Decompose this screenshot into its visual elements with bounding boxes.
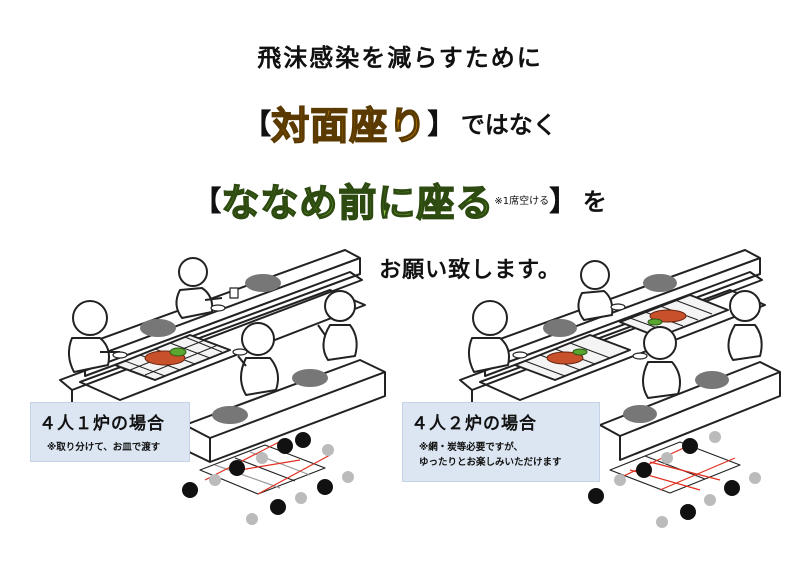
seat-dot-icon [661,452,673,464]
seat-dot-icon [295,432,311,448]
left-floor-plan [182,432,354,525]
case-box-one-grill: ４人１炉の場合 ※取り分けて、お皿で渡す [30,402,190,462]
headline-line3-rest: を [582,188,607,216]
emphasis-diagonal-seat: ななめ前に座る [221,180,495,226]
case-note: ※網・炭等必要ですが、 ゆったりとお楽しみいただけます [419,440,599,470]
seat-dot-icon [709,431,721,443]
front-bench [599,361,781,437]
open-bracket: 【 [243,107,272,141]
headline-line4: お願い致します。 [379,258,561,283]
open-bracket: 【 [193,184,222,218]
cushion-icon [140,319,176,337]
person-figure-icon [577,260,614,321]
seat-dot-icon [209,474,221,486]
cushion-icon [212,406,248,424]
headline-line2: 【対面座り】 ではなく [0,95,800,150]
person-figure-icon [727,290,763,361]
case-box-two-grills: ４人２炉の場合 ※網・炭等必要ですが、 ゆったりとお楽しみいただけます [402,402,600,482]
cushion-icon [643,274,677,292]
seat-dot-icon [256,452,268,464]
cushion-icon [245,274,281,292]
grill-grate-icon [619,294,729,338]
seat-dot-icon [588,488,604,504]
right-scene [459,249,781,461]
headline-line3: 【ななめ前に座る※1席空ける】 を [0,172,800,227]
seat-dot-icon [656,516,668,528]
close-bracket: 】 [549,184,578,218]
close-bracket: 】 [427,107,456,141]
right-floor-plan [588,431,761,528]
seat-dot-icon [704,494,716,506]
emphasis-face-to-face: 対面座り [270,103,428,149]
left-scene [59,249,386,463]
person-figure-icon [175,257,223,319]
headline-line1: 飛沫感染を減らすために [257,44,543,72]
seat-dot-icon [680,504,696,520]
seat-dot-icon [277,438,293,454]
seat-dot-icon [270,499,286,515]
seat-dot-icon [182,482,198,498]
grill-grate-icon [114,334,231,381]
seat-dot-icon [295,492,307,504]
seat-dot-icon [724,480,740,496]
case-title: ４人１炉の場合 [39,414,165,434]
grill-grate-icon [514,334,631,381]
cushion-icon [695,371,729,389]
seat-dot-icon [749,472,761,484]
person-figure-icon [642,326,681,399]
seat-dot-icon [246,513,258,525]
seat-dot-icon [614,474,626,486]
seat-dot-icon [682,438,698,454]
seat-dot-icon [342,471,354,483]
case-note: ※取り分けて、お皿で渡す [47,442,161,453]
cushion-icon [292,369,328,387]
seat-dot-icon [317,479,333,495]
seat-dot-icon [229,460,245,476]
seat-dot-icon [322,444,334,456]
person-figure-icon [237,322,279,396]
seat-gap-note: ※1席空ける [494,196,550,207]
person-figure-icon [317,290,358,361]
case-note-line: ※網・炭等必要ですが、 [419,442,524,453]
case-note-line: ゆったりとお楽しみいただけます [419,457,562,468]
seat-dot-icon [636,462,652,478]
cushion-icon [623,405,657,423]
front-bench [184,359,386,439]
person-figure-icon [468,300,510,373]
headline-line2-rest: ではなく [460,111,557,139]
cushion-icon [543,319,577,337]
table-top [79,289,366,401]
person-figure-icon [68,300,120,373]
case-title: ４人２炉の場合 [411,414,537,434]
